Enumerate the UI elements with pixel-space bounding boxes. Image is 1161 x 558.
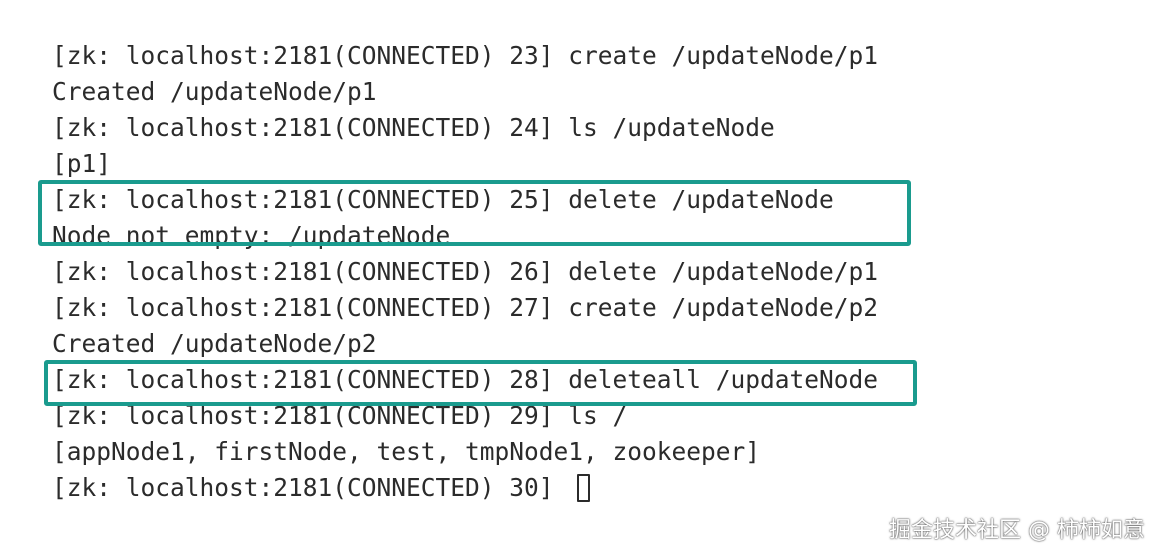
- terminal-output: [zk: localhost:2181(CONNECTED) 23] creat…: [52, 38, 1161, 558]
- terminal-prompt-line[interactable]: [zk: localhost:2181(CONNECTED) 30]: [52, 473, 569, 502]
- terminal-line: Created /updateNode/p2: [52, 329, 377, 358]
- highlight-box-deleteall: [44, 360, 917, 406]
- terminal-line: [zk: localhost:2181(CONNECTED) 27] creat…: [52, 293, 879, 322]
- terminal-line: Created /updateNode/p1: [52, 77, 377, 106]
- terminal-line: [p1]: [52, 149, 112, 178]
- watermark-text: 掘金技术社区 @ 柿柿如意: [889, 518, 1145, 543]
- terminal-line: [zk: localhost:2181(CONNECTED) 24] ls /u…: [52, 113, 775, 142]
- terminal-cursor: [577, 474, 590, 502]
- terminal-line: [appNode1, firstNode, test, tmpNode1, zo…: [52, 437, 761, 466]
- terminal-line: [zk: localhost:2181(CONNECTED) 26] delet…: [52, 257, 879, 286]
- terminal-line: [zk: localhost:2181(CONNECTED) 28] delet…: [52, 365, 879, 394]
- terminal-line: [zk: localhost:2181(CONNECTED) 23] creat…: [52, 41, 879, 70]
- highlight-box-delete-error: [38, 180, 911, 246]
- terminal-line: [zk: localhost:2181(CONNECTED) 25] delet…: [52, 185, 834, 214]
